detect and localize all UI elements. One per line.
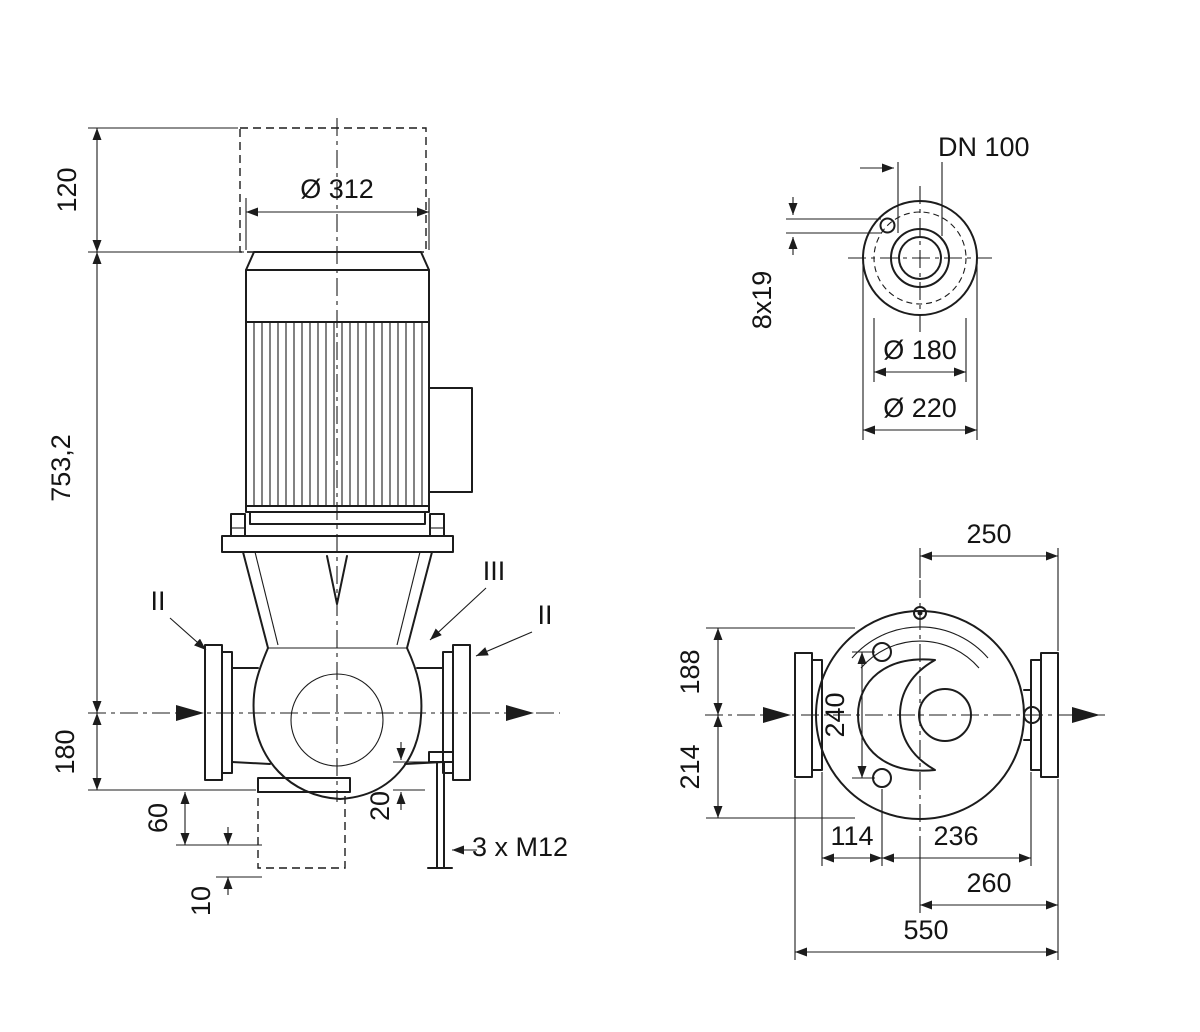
section-label-right: II [537, 600, 552, 630]
volute-casing [252, 647, 423, 800]
tapped-hole-lower [872, 768, 892, 788]
flange-view: DN 100 8x19 Ø 180 Ø 220 [747, 132, 1030, 440]
front-view: Ø 312 120 753,2 180 60 10 20 3 x M12 II … [46, 118, 568, 916]
foundation-block-outline [257, 791, 346, 869]
bore-circle [898, 236, 942, 280]
flow-in-arrow-icon [763, 707, 791, 723]
dim-foot-offset-label: 60 [143, 803, 173, 833]
tapped-hole-upper [872, 642, 892, 662]
dim-top-width-label: 250 [966, 519, 1011, 549]
shaft-seal-wedge [326, 555, 348, 605]
impeller-contour [290, 673, 384, 767]
front-view-geometry [88, 118, 560, 869]
terminal-box [428, 387, 473, 493]
dim-motor-diameter-label: Ø 312 [300, 174, 374, 204]
motor-cooling-fins [253, 322, 423, 506]
dim-overall-length-label: 550 [903, 915, 948, 945]
dim-base-plate-label: 10 [186, 886, 216, 916]
flange-view-dimensions: DN 100 8x19 Ø 180 Ø 220 [747, 132, 1030, 440]
dim-nominal-diameter-label: DN 100 [938, 132, 1030, 162]
dim-bolt-circle-label: Ø 180 [883, 335, 957, 365]
front-view-dimensions: Ø 312 120 753,2 180 60 10 20 3 x M12 II … [46, 127, 568, 916]
bolt-stud-right [429, 513, 445, 537]
flow-out-arrow-icon [1072, 707, 1100, 723]
dim-foot-hole-offset-label: 114 [830, 821, 873, 851]
drain-plug [428, 751, 454, 763]
bolt-stud-left [230, 513, 246, 537]
dim-foot-span-label: 236 [933, 821, 978, 851]
dim-port-height-label: 180 [50, 729, 80, 774]
top-view-geometry [705, 580, 1105, 852]
top-view: 250 188 214 240 114 236 260 550 [675, 519, 1105, 960]
anchor-bolt-note: 3 x M12 [472, 832, 568, 862]
dim-discharge-length-label: 260 [966, 868, 1011, 898]
dim-drain-offset-label: 20 [365, 791, 395, 821]
section-leader-center [429, 587, 487, 641]
flow-in-arrow-icon [176, 705, 204, 721]
dim-overall-height-label: 753,2 [46, 434, 76, 502]
dim-clearance-label: 120 [52, 167, 82, 212]
motor-foot-flange [249, 511, 426, 525]
flange-view-geometry [848, 186, 992, 332]
bolt-hole [879, 217, 896, 234]
seal-housing-horseshoe [857, 658, 936, 772]
section-label-center: III [483, 556, 506, 586]
dim-hole-spacing-label: 240 [820, 692, 850, 737]
section-leader-left [169, 617, 207, 651]
top-view-dimensions: 250 188 214 240 114 236 260 550 [675, 519, 1059, 960]
section-leader-right [475, 631, 533, 657]
dim-upper-offset-label: 188 [675, 649, 705, 694]
section-label-left: II [150, 586, 165, 616]
dim-lower-offset-label: 214 [675, 744, 705, 789]
dim-bolt-holes-label: 8x19 [747, 271, 777, 330]
lantern-flange [221, 535, 454, 553]
dim-flange-outer-label: Ø 220 [883, 393, 957, 423]
flow-out-arrow-icon [506, 705, 534, 721]
